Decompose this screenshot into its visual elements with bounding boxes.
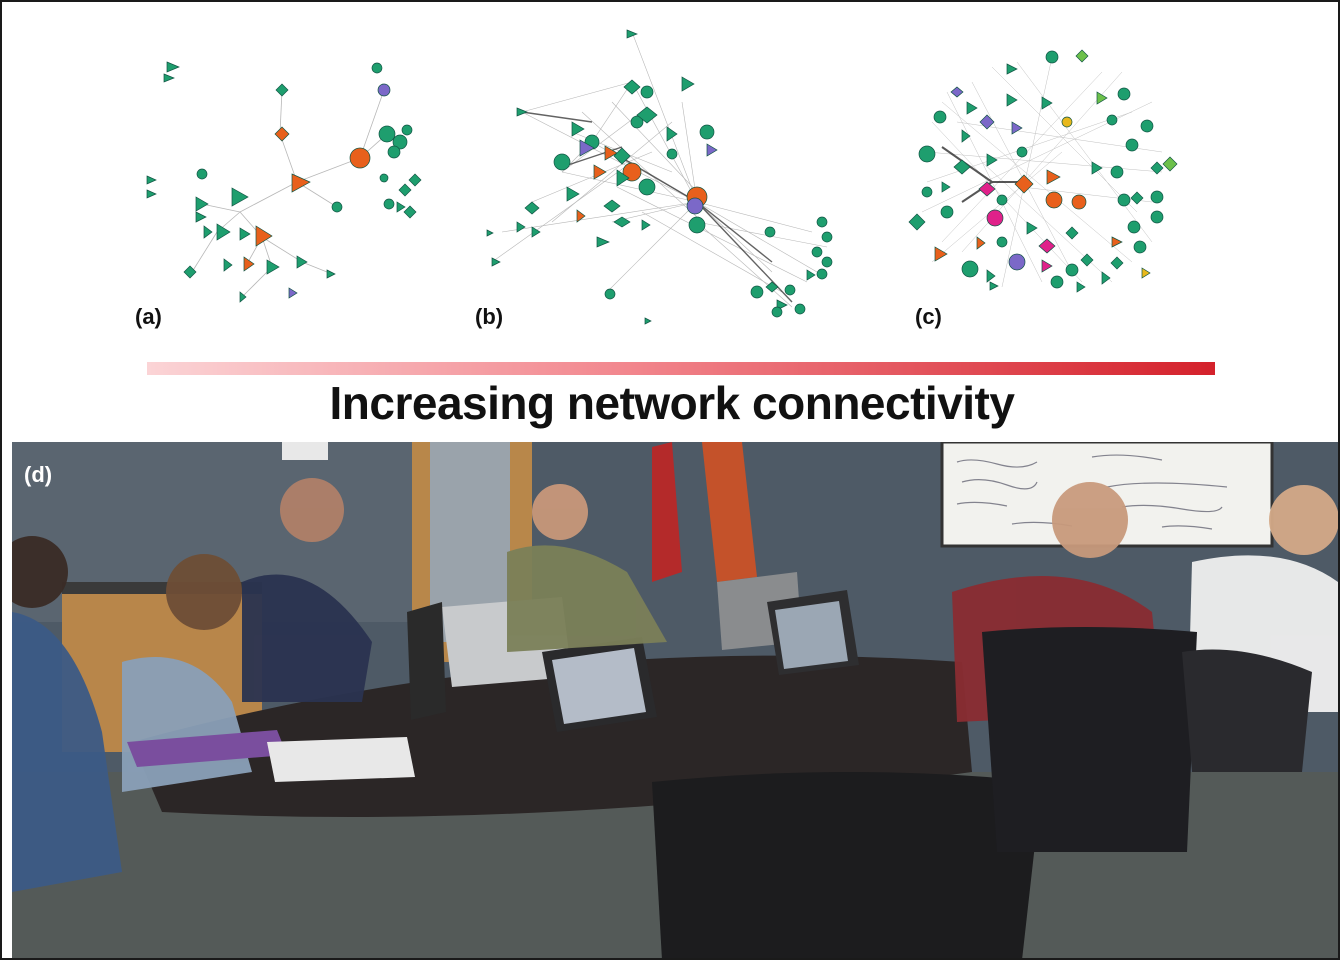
meeting-scene-illustration xyxy=(12,442,1338,958)
network-b xyxy=(486,29,833,325)
caption: Increasing network connectivity xyxy=(329,377,1015,429)
network-a xyxy=(146,61,422,303)
panel-label-d: (d) xyxy=(24,462,53,487)
panel-label-a: (a) xyxy=(135,304,162,329)
panel-label-c: (c) xyxy=(915,304,942,329)
network-c xyxy=(908,49,1178,293)
network-panels: (a) (b) (c) Increasing network connectiv… xyxy=(2,2,1338,442)
meeting-photo: (d) xyxy=(12,442,1338,958)
connectivity-gradient-bar xyxy=(147,362,1215,375)
panel-label-b: (b) xyxy=(475,304,504,329)
